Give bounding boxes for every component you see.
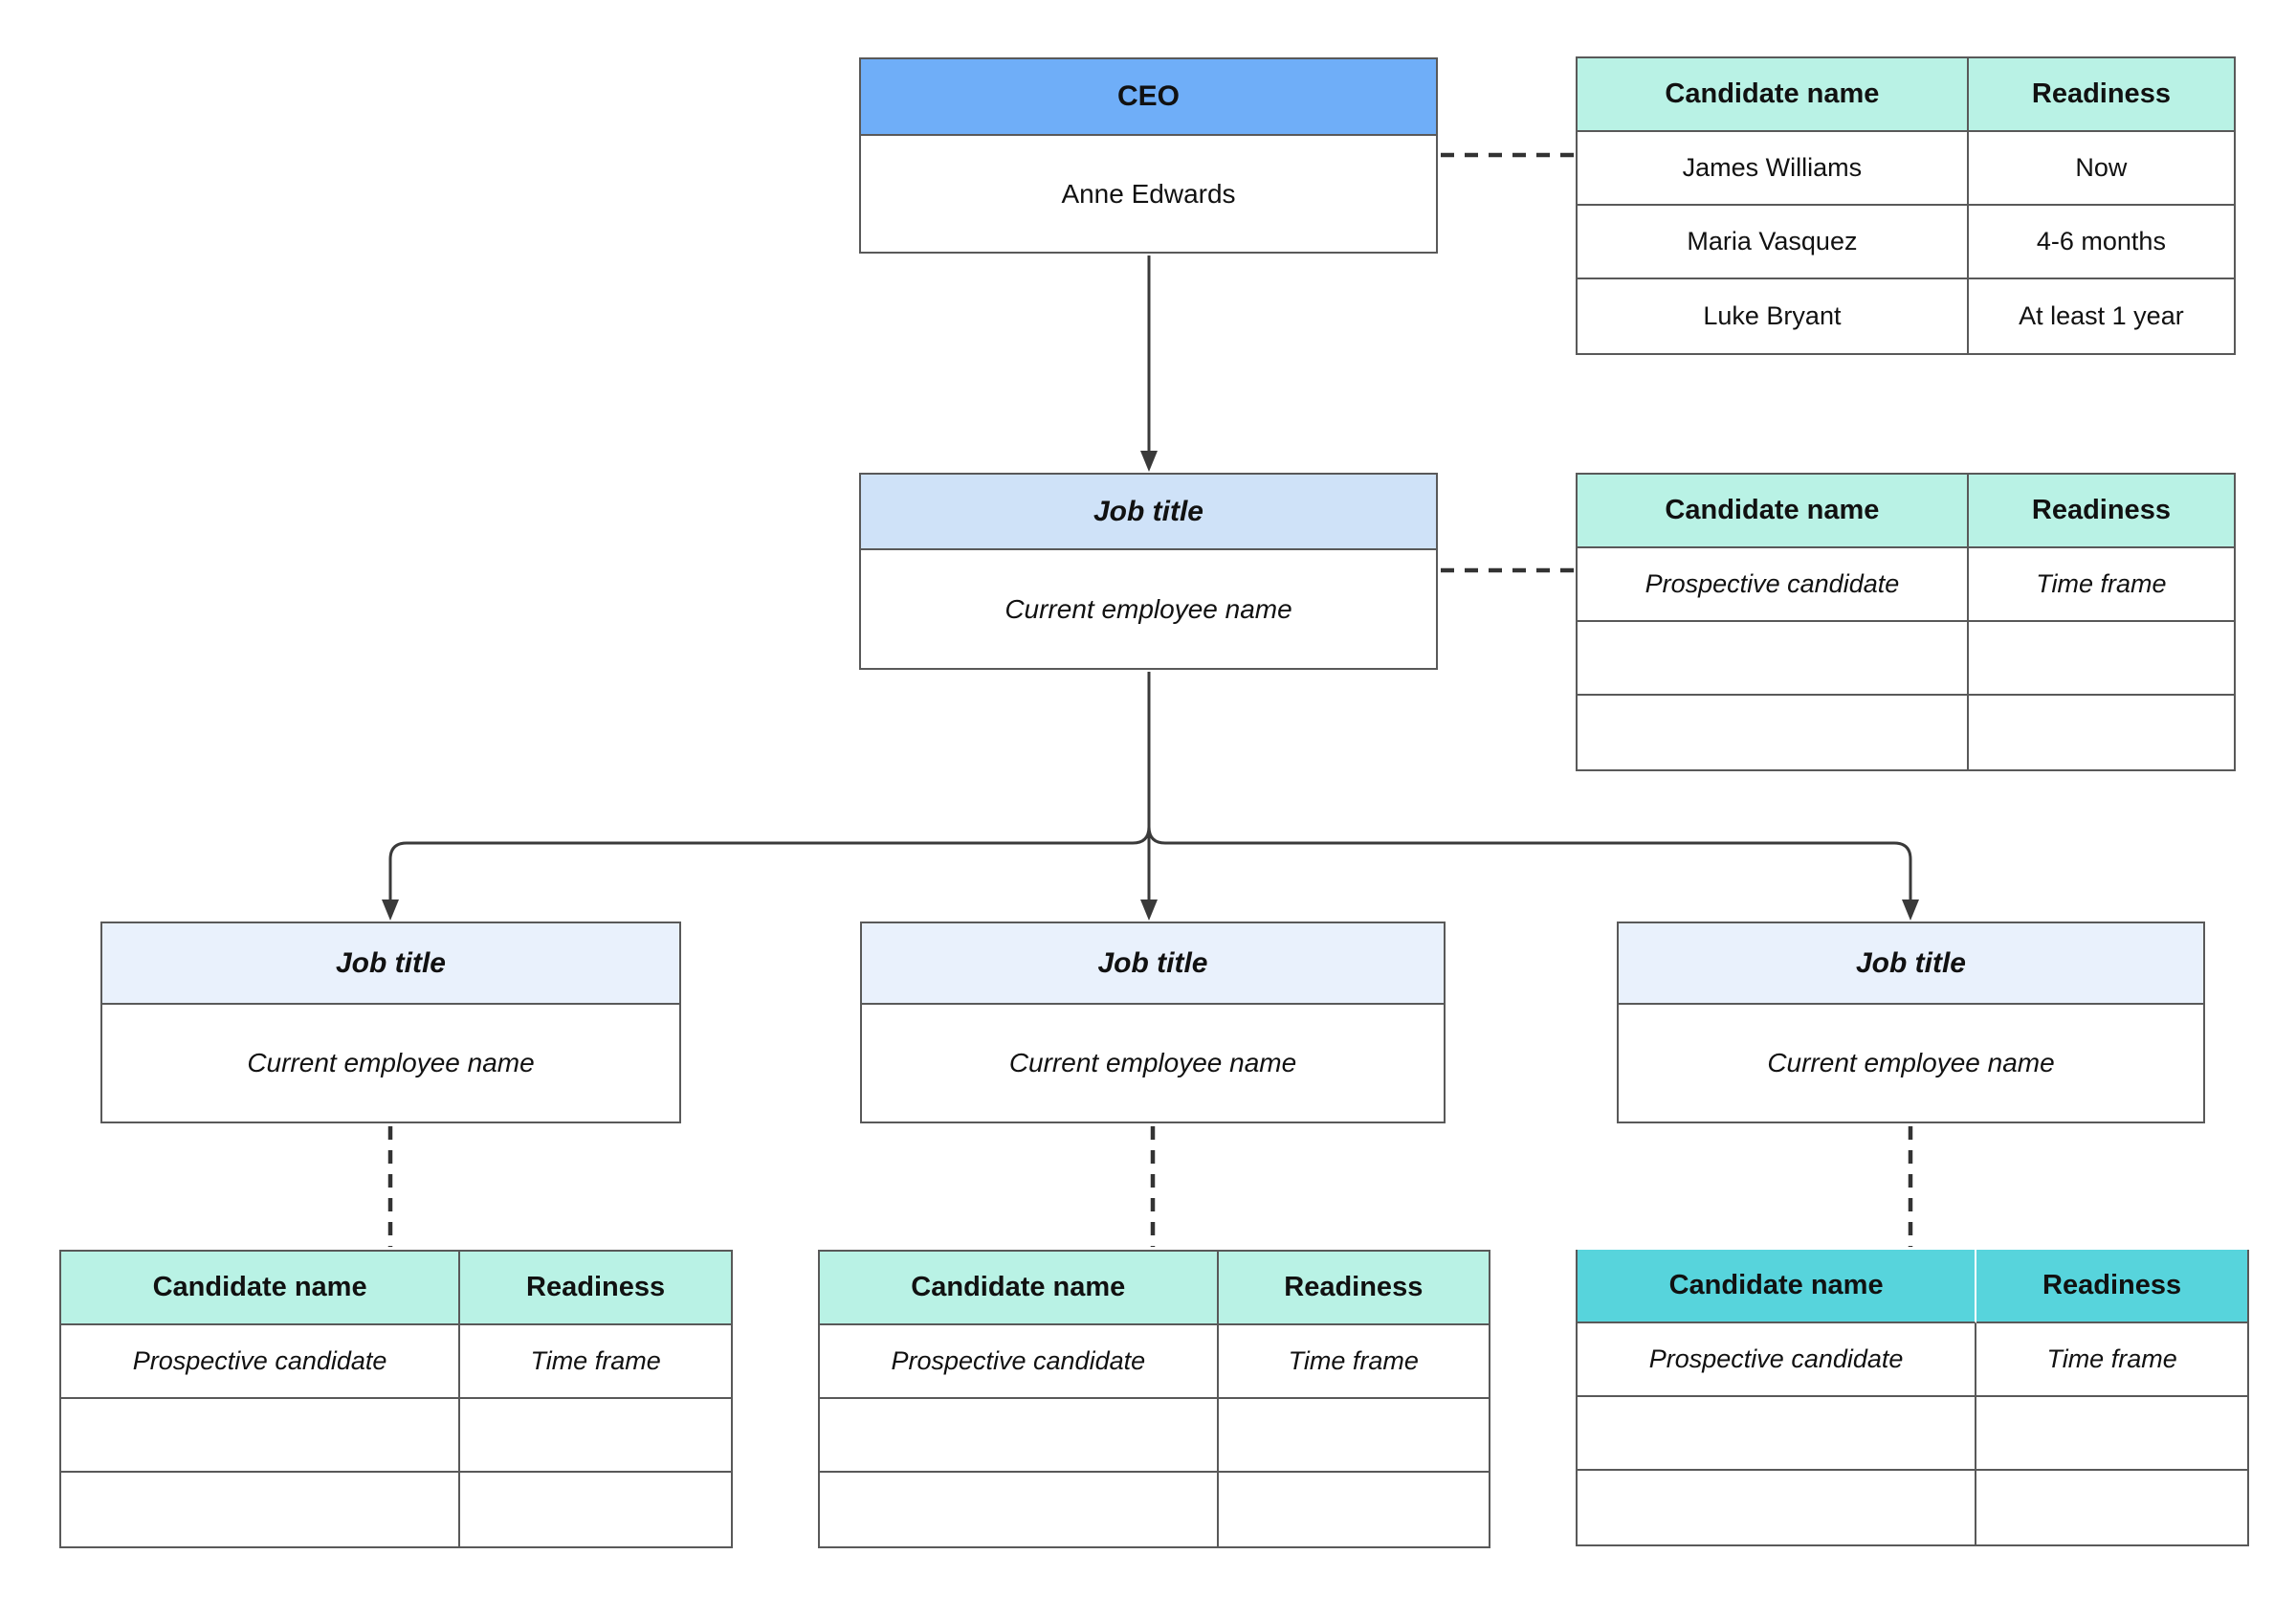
org-node-report-center-title: Job title <box>862 923 1444 1005</box>
readiness-cell: Time frame <box>1976 1323 2247 1397</box>
candidate-name-cell: Maria Vasquez <box>1578 206 1969 279</box>
org-node-report-center-employee: Current employee name <box>1008 1048 1297 1077</box>
arrowhead-right-report <box>1902 899 1919 921</box>
readiness-cell <box>1218 1399 1489 1473</box>
candidate-name-cell: James Williams <box>1578 132 1969 206</box>
org-node-report-center[interactable]: Job title Current employee name <box>860 922 1446 1123</box>
column-header-readiness: Readiness <box>1976 1250 2247 1323</box>
readiness-cell <box>1969 696 2234 769</box>
column-header-readiness: Readiness <box>1218 1252 1489 1325</box>
connector-manager-to-right-report[interactable] <box>1147 826 1912 900</box>
right-report-candidate-table[interactable]: Candidate name Readiness Prospective can… <box>1576 1250 2249 1546</box>
candidate-name-cell <box>61 1399 461 1473</box>
org-node-report-left-title: Job title <box>102 923 679 1005</box>
column-header-candidate-name: Candidate name <box>1578 1250 1977 1323</box>
org-node-manager-title: Job title <box>861 475 1436 550</box>
left-report-candidate-table[interactable]: Candidate name Readiness Prospective can… <box>59 1250 733 1548</box>
candidate-name-cell: Prospective candidate <box>61 1325 461 1399</box>
readiness-cell <box>1219 1473 1489 1546</box>
arrowhead-left-report <box>382 899 399 921</box>
manager-candidate-table[interactable]: Candidate name Readiness Prospective can… <box>1576 473 2236 771</box>
readiness-cell: Time frame <box>1218 1325 1489 1399</box>
org-node-ceo-title: CEO <box>861 59 1436 136</box>
candidate-name-cell: Prospective candidate <box>1578 1323 1977 1397</box>
center-report-candidate-table[interactable]: Candidate name Readiness Prospective can… <box>818 1250 1490 1548</box>
candidate-name-cell <box>61 1473 461 1546</box>
readiness-cell <box>1976 1397 2247 1471</box>
readiness-cell <box>1976 1471 2247 1544</box>
column-header-candidate-name: Candidate name <box>61 1252 461 1325</box>
org-node-report-right[interactable]: Job title Current employee name <box>1617 922 2205 1123</box>
column-header-candidate-name: Candidate name <box>820 1252 1219 1325</box>
candidate-name-cell <box>1578 1471 1977 1544</box>
column-header-readiness: Readiness <box>1968 58 2234 132</box>
readiness-cell <box>1968 622 2234 696</box>
column-header-candidate-name: Candidate name <box>1578 58 1969 132</box>
candidate-name-cell <box>1578 622 1969 696</box>
candidate-name-cell: Prospective candidate <box>820 1325 1219 1399</box>
org-node-report-left-employee: Current employee name <box>247 1048 535 1077</box>
org-node-report-left[interactable]: Job title Current employee name <box>100 922 681 1123</box>
org-node-ceo-employee: Anne Edwards <box>1061 178 1236 209</box>
candidate-name-cell <box>820 1399 1219 1473</box>
org-node-manager[interactable]: Job title Current employee name <box>859 473 1438 670</box>
column-header-readiness: Readiness <box>1968 475 2234 548</box>
candidate-name-cell <box>820 1473 1219 1546</box>
arrowhead-manager <box>1140 451 1158 472</box>
readiness-cell: Now <box>1968 132 2234 206</box>
org-node-report-right-title: Job title <box>1619 923 2203 1005</box>
ceo-candidate-table[interactable]: Candidate name Readiness James Williams … <box>1576 56 2236 355</box>
org-node-report-right-employee: Current employee name <box>1767 1048 2055 1077</box>
org-node-ceo[interactable]: CEO Anne Edwards <box>859 57 1438 254</box>
column-header-candidate-name: Candidate name <box>1578 475 1969 548</box>
arrowhead-center-report <box>1140 899 1158 921</box>
candidate-name-cell <box>1578 696 1969 769</box>
readiness-cell: At least 1 year <box>2019 301 2184 330</box>
readiness-cell <box>460 1473 731 1546</box>
org-node-manager-employee: Current employee name <box>1004 593 1292 624</box>
column-header-readiness: Readiness <box>460 1252 731 1325</box>
candidate-name-cell: Luke Bryant <box>1578 279 1969 353</box>
readiness-cell <box>460 1399 731 1473</box>
connector-manager-to-left-report[interactable] <box>388 826 1151 900</box>
candidate-name-cell <box>1578 1397 1977 1471</box>
readiness-cell: 4-6 months <box>1968 206 2234 279</box>
readiness-cell: Time frame <box>1968 548 2234 622</box>
readiness-cell: Time frame <box>460 1325 731 1399</box>
candidate-name-cell: Prospective candidate <box>1578 548 1969 622</box>
